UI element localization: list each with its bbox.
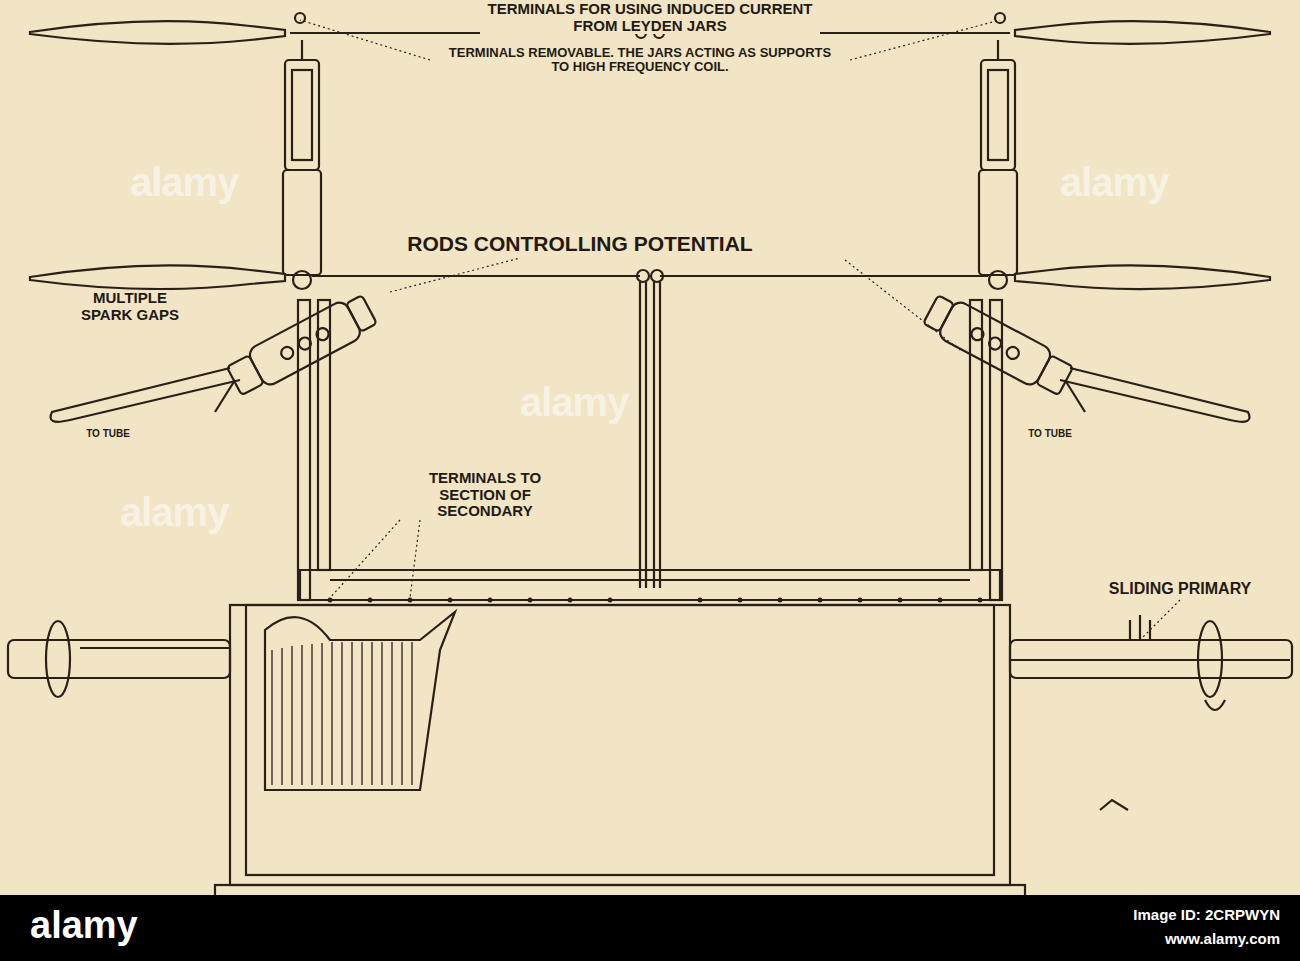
- watermark: alamy: [520, 380, 680, 425]
- watermark: alamy: [1060, 160, 1220, 205]
- part-label: RODS CONTROLLING POTENTIAL: [360, 232, 800, 255]
- watermark: alamy: [120, 490, 280, 535]
- part-label: SLIDING PRIMARY: [1080, 580, 1280, 598]
- wire-label: TO TUBE: [68, 428, 148, 439]
- image-id: Image ID: 2CRPWYN: [1000, 906, 1280, 923]
- watermark-logo: alamy: [30, 904, 230, 947]
- note-label: TERMINALS REMOVABLE. THE JARS ACTING AS …: [440, 46, 840, 75]
- note-label: TERMINALS FOR USING INDUCED CURRENT FROM…: [480, 1, 820, 34]
- watermark-url: www.alamy.com: [1000, 930, 1280, 947]
- wire-label: TO TUBE: [1010, 428, 1090, 439]
- part-label: TERMINALS TO SECTION OF SECONDARY: [400, 470, 570, 520]
- watermark: alamy: [130, 160, 290, 205]
- part-label: MULTIPLE SPARK GAPS: [80, 290, 180, 323]
